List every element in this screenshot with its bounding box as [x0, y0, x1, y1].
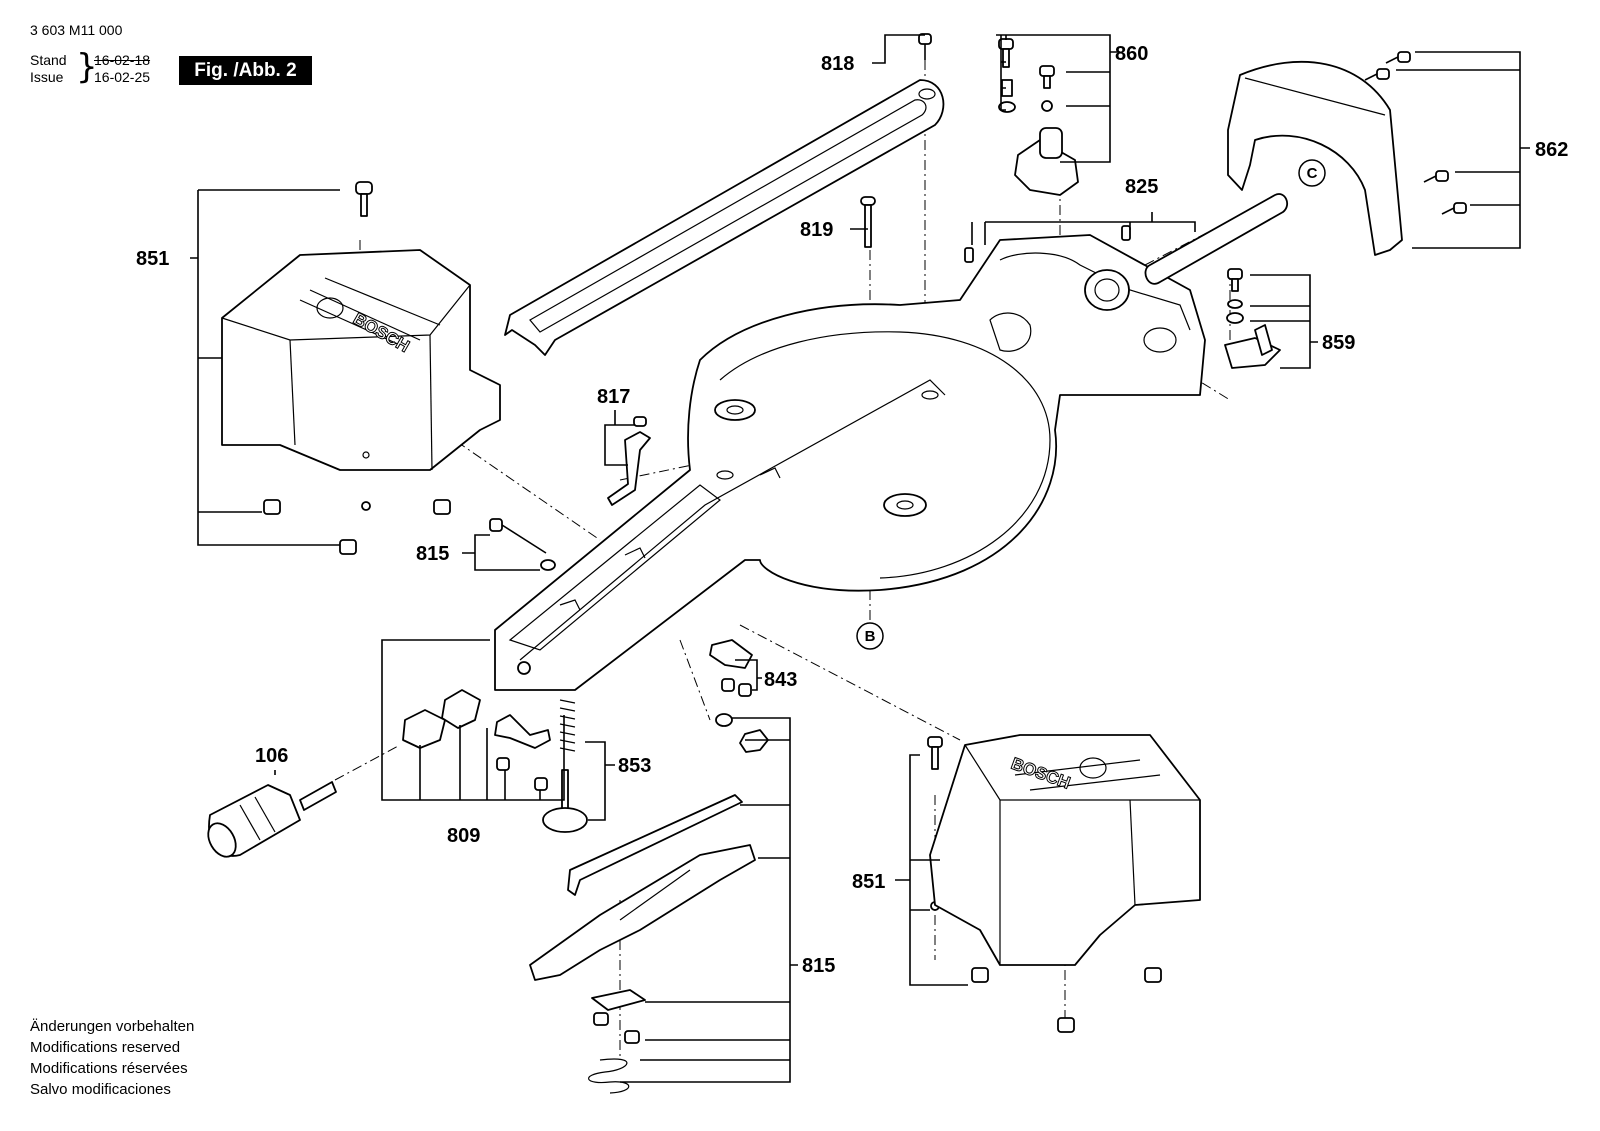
screws: [263, 33, 1467, 1044]
ref-circle-c: C: [1298, 159, 1326, 187]
housing-851-left: BOSCH: [221, 249, 501, 471]
ref-circle-b: B: [856, 622, 884, 650]
stand-label: Stand: [30, 52, 67, 68]
stop-block-859: [1224, 324, 1281, 369]
bracket-817: [607, 431, 651, 506]
scale-plate-862: [1144, 60, 1403, 285]
callout-825: 825: [1125, 176, 1158, 198]
pivot-bracket-860: [1014, 127, 1079, 196]
callout-818: 818: [821, 53, 854, 75]
brace-glyph: }: [76, 47, 98, 87]
figure-label: Fig. /Abb. 2: [179, 56, 312, 85]
clamp-parts-809: [402, 689, 551, 749]
handle-assembly-815: [529, 794, 756, 1094]
callout-815-upper: 815: [416, 543, 449, 565]
note-line: Salvo modificaciones: [30, 1081, 171, 1098]
callout-817: 817: [597, 386, 630, 408]
fence-bar-818: [504, 79, 945, 356]
turntable-base: [494, 234, 1206, 691]
callout-815-lower: 815: [802, 955, 835, 977]
ref-b-label: B: [865, 628, 876, 645]
callout-lines: [190, 34, 1530, 1083]
callout-862: 862: [1535, 139, 1568, 161]
lever-843: [709, 639, 753, 697]
callout-853: 853: [618, 755, 651, 777]
callout-860: 860: [1115, 43, 1148, 65]
callout-numbers: 818 860 862 851 819 825 859 817 815 106 …: [136, 43, 1568, 977]
callout-843: 843: [764, 669, 797, 691]
thumbscrew-853: [542, 699, 588, 833]
housing-851-right: BOSCH: [929, 734, 1201, 966]
modification-notes: Änderungen vorbehalten Modifications res…: [30, 1016, 194, 1100]
callout-851-right: 851: [852, 871, 885, 893]
ref-c-label: C: [1307, 165, 1318, 182]
issue-label: Issue: [30, 69, 64, 85]
callout-859: 859: [1322, 332, 1355, 354]
callout-851-left: 851: [136, 248, 169, 270]
note-line: Modifications reserved: [30, 1039, 181, 1056]
stand-date: 16-02-18: [94, 52, 151, 68]
callout-106: 106: [255, 745, 288, 767]
callout-809: 809: [447, 825, 480, 847]
document-number: 3 603 M11 000: [30, 22, 123, 38]
note-line: Änderungen vorbehalten: [30, 1018, 195, 1035]
issue-date: 16-02-25: [94, 69, 151, 85]
callout-819: 819: [800, 219, 833, 241]
note-line: Modifications réservées: [30, 1060, 188, 1077]
knob-106: [207, 781, 337, 858]
